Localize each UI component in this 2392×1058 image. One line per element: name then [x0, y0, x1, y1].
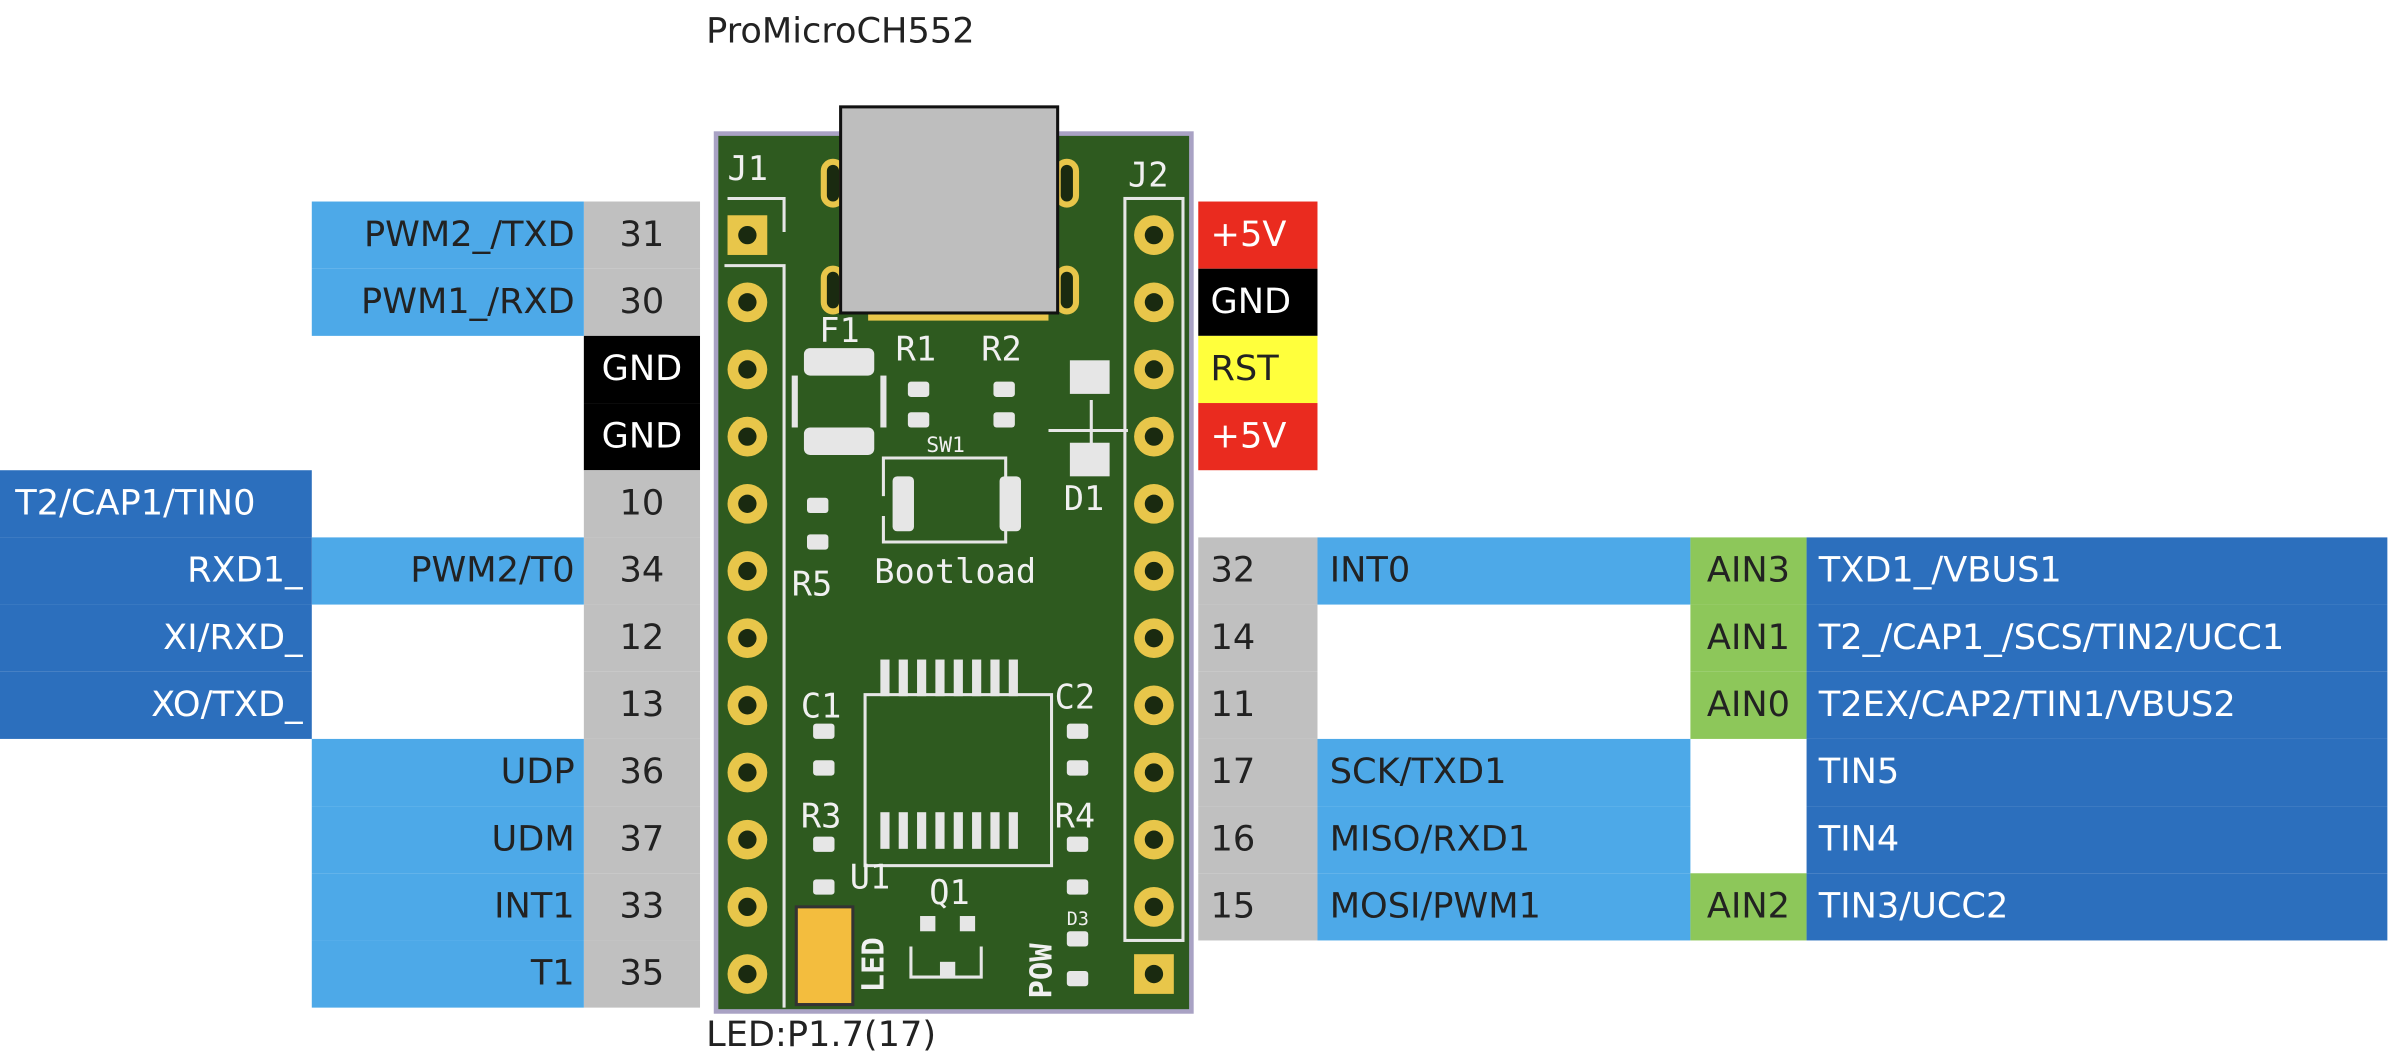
silk-u1: U1	[850, 858, 890, 897]
left-alt-xo-txd: XO/TXD_	[0, 671, 312, 739]
right-alt-t2ex-cap2: T2EX/CAP2/TIN1/VBUS2	[1806, 671, 2388, 739]
left-pin-30: 30	[583, 268, 701, 336]
left-pad-holes	[738, 293, 757, 984]
right-pin-14: 14	[1198, 604, 1318, 672]
right-adc-ain0: AIN0	[1690, 671, 1807, 739]
diagram-title: ProMicroCH552	[706, 12, 975, 52]
silk-j2: J2	[1128, 155, 1168, 194]
left-fn-int1: INT1	[311, 873, 584, 941]
silkscreen-labels: J1 J2 F1 R1 R2 SW1 D1 R5 Bootload C1 C2 …	[728, 149, 1169, 998]
small-smd-pads	[806, 381, 1089, 987]
right-power-5v-2: +5V	[1198, 403, 1318, 471]
left-pin-10: 10	[583, 470, 701, 538]
silk-r5: R5	[792, 564, 832, 603]
right-fn-sck-txd1: SCK/TXD1	[1317, 738, 1691, 807]
usb-mount-holes	[820, 158, 1080, 315]
transistor-q1-pads	[920, 916, 976, 978]
left-pin-31: 31	[583, 201, 701, 269]
silk-d1: D1	[1064, 479, 1104, 518]
left-pin-gnd-2: GND	[583, 403, 701, 471]
silk-q1: Q1	[929, 873, 969, 912]
right-pin-16: 16	[1198, 806, 1318, 874]
left-pin-34: 34	[583, 537, 701, 605]
left-fn-t1: T1	[311, 940, 584, 1008]
led-pin-note: LED:P1.7(17)	[706, 1015, 937, 1055]
right-pin-17: 17	[1198, 738, 1318, 807]
left-fn-pwm1-rxd: PWM1_/RXD	[311, 268, 584, 336]
silk-sw1: SW1	[926, 433, 965, 458]
right-adc-ain1: AIN1	[1690, 604, 1807, 672]
right-power-5v-1: +5V	[1198, 201, 1318, 269]
usb-connector	[839, 105, 1060, 315]
silk-r3: R3	[801, 796, 841, 835]
ic-u1-pins	[880, 659, 1018, 849]
right-power-gnd: GND	[1198, 268, 1318, 336]
left-fn-udp: UDP	[311, 738, 584, 807]
silk-d3: D3	[1067, 909, 1089, 930]
left-fn-pwm2-t0: PWM2/T0	[311, 537, 584, 605]
left-pin-gnd-1: GND	[583, 335, 701, 404]
left-alt-xi-rxd: XI/RXD_	[0, 604, 312, 672]
right-alt-tin5: TIN5	[1806, 738, 2388, 807]
silk-r1: R1	[896, 329, 936, 368]
silk-c1: C1	[801, 687, 841, 726]
left-pin-36: 36	[583, 738, 701, 807]
silk-pow: POW	[1025, 943, 1060, 999]
right-pin-11: 11	[1198, 671, 1318, 739]
left-fn-udm: UDM	[311, 806, 584, 874]
right-adc-ain2: AIN2	[1690, 873, 1807, 941]
right-fn-mosi-pwm1: MOSI/PWM1	[1317, 873, 1691, 941]
left-pin-35: 35	[583, 940, 701, 1008]
silk-r4: R4	[1055, 796, 1095, 835]
left-pin-13: 13	[583, 671, 701, 739]
left-fn-pwm2-txd: PWM2_/TXD	[311, 201, 584, 269]
silk-r2: R2	[981, 329, 1021, 368]
silk-f1: F1	[819, 311, 859, 350]
left-pin-33: 33	[583, 873, 701, 941]
right-alt-txd1-vbus1: TXD1_/VBUS1	[1806, 537, 2388, 605]
silk-led: LED	[856, 937, 891, 992]
right-adc-ain3: AIN3	[1690, 537, 1807, 605]
left-pin-37: 37	[583, 806, 701, 874]
right-alt-t2-cap1-scs: T2_/CAP1_/SCS/TIN2/UCC1	[1806, 604, 2388, 672]
right-pin-15: 15	[1198, 873, 1318, 941]
right-pad-holes	[1144, 225, 1164, 984]
right-fn-int0: INT0	[1317, 537, 1691, 605]
silk-bootload: Bootload	[874, 552, 1036, 591]
right-power-rst: RST	[1198, 335, 1318, 404]
left-header-pads	[727, 215, 768, 255]
pcb-board: J1 J2 F1 R1 R2 SW1 D1 R5 Bootload C1 C2 …	[713, 105, 1194, 1014]
left-alt-t2-cap1-tin0: T2/CAP1/TIN0	[0, 470, 312, 538]
led-indicator	[794, 905, 855, 1007]
left-alt-rxd1: RXD1_	[0, 537, 312, 605]
left-pin-12: 12	[583, 604, 701, 672]
silk-c2: C2	[1055, 677, 1095, 716]
silk-j1: J1	[728, 149, 768, 188]
right-fn-miso-rxd1: MISO/RXD1	[1317, 806, 1691, 874]
switch-sw1-pads	[892, 476, 1021, 532]
right-alt-tin4: TIN4	[1806, 806, 2388, 874]
diode-d1-pads	[1069, 360, 1110, 477]
right-alt-tin3-ucc2: TIN3/UCC2	[1806, 873, 2388, 941]
right-pin-32: 32	[1198, 537, 1318, 605]
fuse-f1	[791, 348, 887, 455]
